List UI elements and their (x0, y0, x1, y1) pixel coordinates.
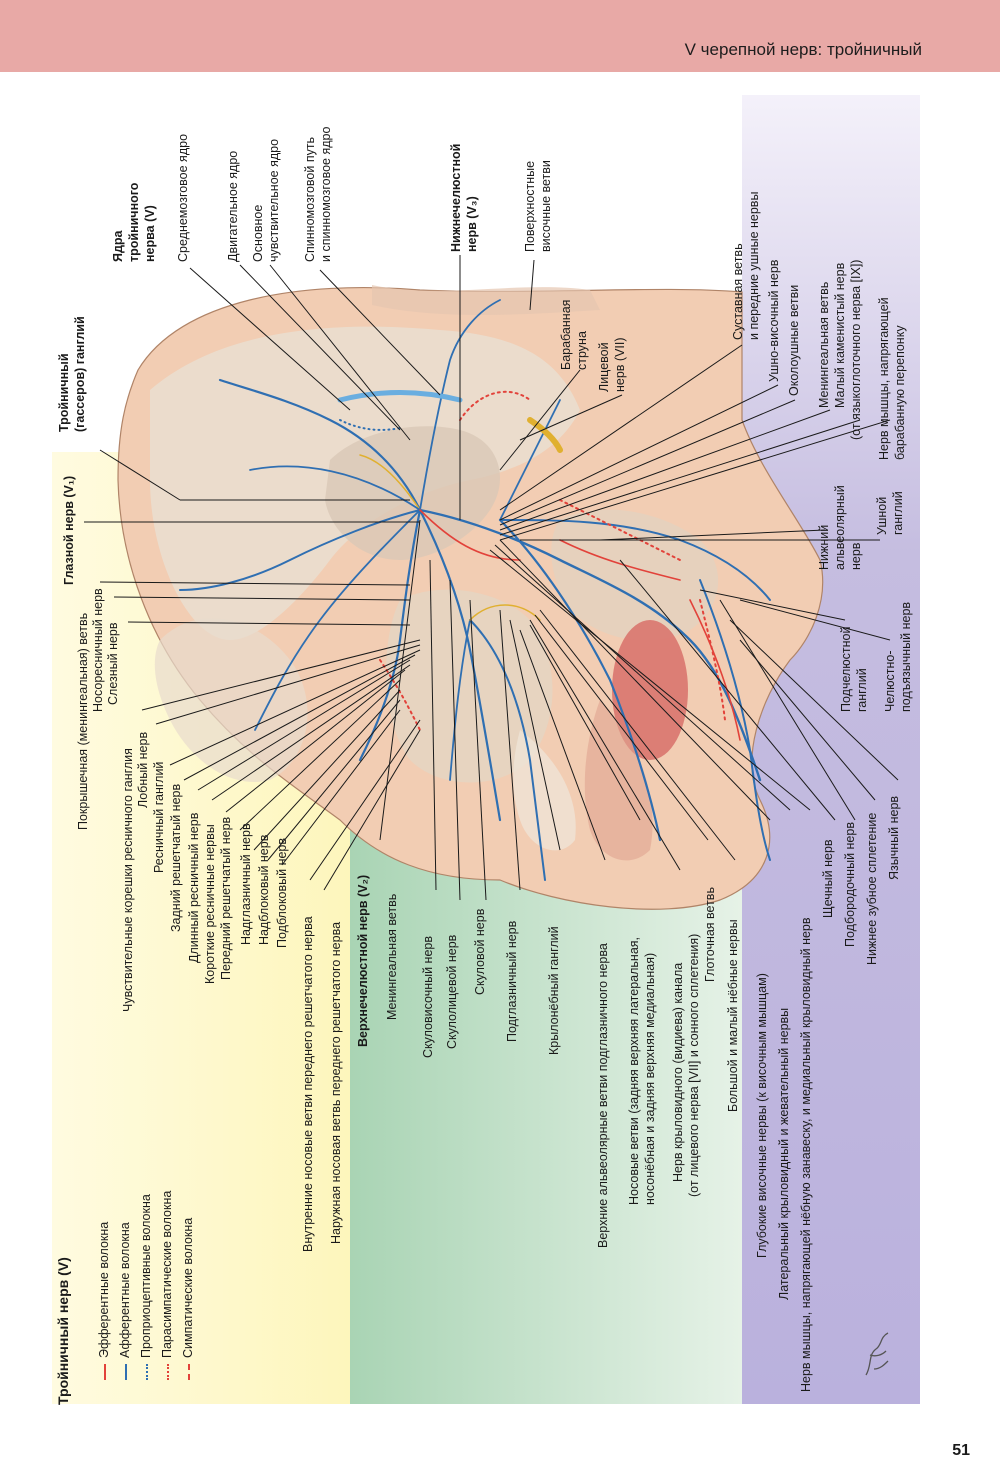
label-facial-nerve-2: нерв (VII) (613, 337, 627, 392)
label-ophthalmic-nerve: Глазной нерв (V₁) (62, 475, 76, 585)
label-tensor-veli: Нерв мышцы, напрягающей нёбную занавеску… (799, 917, 813, 1392)
label-palatine-nerves: Большой и малый нёбные нервы (726, 919, 740, 1112)
label-deep-temporal: Глубокие височные нервы (к височным мышц… (755, 973, 769, 1258)
label-submandibular-ganglion-2: ганглий (855, 668, 869, 712)
label-lesser-petrosal-1: Малый каменистый нерв (833, 262, 847, 408)
label-zygomatic: Скуловой нерв (473, 908, 487, 995)
label-trigeminal-nuclei-2: тройничного (127, 182, 141, 262)
legend-label-efferent: Эфферентные волокна (97, 1221, 111, 1358)
label-articular-branch-1: Суставная ветвь (731, 243, 745, 340)
label-trigeminal-nuclei-3: нерва (V) (143, 205, 157, 262)
label-lesser-petrosal-2: (от языкоглоточного нерва [IX]) (849, 259, 863, 440)
legend-title: Тройничный нерв (V) (55, 1257, 71, 1405)
legend-label-proprioceptive: Проприоцептивные волокна (139, 1194, 153, 1358)
label-tensor-tympani-2: барабанную перепонку (893, 325, 907, 460)
skull-illustration (117, 285, 824, 910)
label-sensory-roots-ciliary: Чувствительные корешки ресничного гангли… (121, 748, 135, 1012)
label-trigeminal-ganglion-2: (гассеров) ганглий (73, 316, 87, 432)
legend-swatch-sympathetic (187, 1364, 190, 1380)
legend-item-parasympathetic: Парасимпатические волокна (160, 1190, 174, 1380)
legend-swatch-proprioceptive (145, 1364, 148, 1380)
label-meningeal-branch: Менингеальная ветвь (385, 893, 399, 1020)
label-nasal-branches-1: Носовые ветви (задняя верхняя латеральна… (627, 936, 641, 1205)
label-ciliary-ganglion: Ресничный ганглий (152, 761, 166, 873)
label-nasociliary-nerve: Носоресничный нерв (91, 588, 105, 712)
leader-lines (84, 255, 899, 901)
legend-item-efferent: Эфферентные волокна (97, 1221, 111, 1380)
legend-swatch-efferent (103, 1364, 106, 1380)
label-maxillary-nerve: Верхнечелюстной нерв (V₂) (356, 874, 370, 1047)
label-internal-nasal: Внутренние носовые ветви переднего решет… (301, 916, 315, 1252)
label-spinal-tract-2: и спинномозговое ядро (319, 126, 333, 262)
label-submandibular-ganglion-1: Подчелюстной (839, 626, 853, 713)
label-facial-nerve-1: Лицевой (597, 342, 611, 392)
label-meningeal-branch-v3: Менингеальная ветвь (817, 281, 831, 408)
label-superficial-temporal-1: Поверхностные (523, 160, 537, 252)
label-zygomaticofacial: Скулолицевой нерв (445, 934, 459, 1049)
page-number: 51 (952, 1442, 970, 1459)
legend-label-parasympathetic: Парасимпатические волокна (160, 1190, 174, 1358)
label-trigeminal-ganglion-1: Тройничный (57, 353, 71, 432)
label-mylohyoid-1: Челюстно- (883, 650, 897, 712)
label-buccal: Щечный нерв (821, 839, 835, 918)
legend-label-sympathetic: Симпатические волокна (181, 1217, 195, 1358)
label-inferior-dental-plexus: Нижнее зубное сплетение (865, 812, 879, 965)
label-anterior-ethmoidal: Передний решетчатый нерв (219, 816, 233, 980)
label-mandibular-nerve-2: нерв (V₃) (465, 196, 479, 252)
label-trigeminal-nuclei-1: Ядра (111, 230, 125, 262)
label-posterior-ethmoidal: Задний решетчатый нерв (169, 783, 183, 932)
label-articular-branch-2: и передние ушные нервы (747, 191, 761, 340)
label-principal-sensory-1: Основное (251, 204, 265, 262)
label-lingual: Язычный нерв (887, 795, 901, 880)
label-auriculotemporal: Ушно-височный нерв (767, 259, 781, 382)
label-chorda-tympani-2: струна (575, 331, 589, 370)
label-parotid-branches: Околоушные ветви (787, 284, 801, 396)
label-infratrochlear: Подблоковый нерв (275, 837, 289, 948)
legend-swatch-afferent (124, 1364, 127, 1380)
label-mental: Подбородочный нерв (843, 822, 857, 947)
label-pharyngeal-branch: Глоточная ветвь (703, 887, 717, 982)
label-mesencephalic-nucleus: Среднемозговое ядро (176, 133, 190, 262)
label-pterygoid-canal-2: (от лицевого нерва [VII] и сонного сплет… (687, 933, 701, 1197)
artist-signature (865, 1332, 889, 1376)
label-superficial-temporal-2: височные ветви (539, 160, 553, 252)
label-infraorbital: Подглазничный нерв (505, 920, 519, 1042)
label-mandibular-nerve-1: Нижнечелюстной (449, 143, 463, 252)
label-external-nasal: Наружная носовая ветвь переднего решетча… (329, 921, 343, 1244)
label-tentorial-branch: Покрышечная (менингеальная) ветвь (76, 612, 90, 830)
label-lateral-pterygoid: Латеральный крыловидный и жевательный не… (777, 1007, 791, 1300)
label-tensor-tympani-1: Нерв мышцы, напрягающей (877, 297, 891, 460)
legend-item-afferent: Афферентные волокна (118, 1222, 132, 1380)
label-otic-ganglion-2: ганглий (891, 491, 905, 535)
label-long-ciliary: Длинный ресничный нерв (187, 812, 201, 963)
label-lacrimal-nerve: Слезный нерв (106, 622, 120, 705)
label-zygomaticotemporal: Скуловисочный нерв (421, 936, 435, 1058)
label-mylohyoid-2: подъязычный нерв (899, 601, 913, 712)
legend-label-afferent: Афферентные волокна (118, 1222, 132, 1358)
label-spinal-tract-1: Спинномозговой путь (303, 136, 317, 262)
label-inferior-alveolar-3: нерв (849, 542, 863, 570)
label-chorda-tympani-1: Барабанная (559, 299, 573, 370)
label-nasal-branches-2: носонёбная и задняя верхняя медиальная) (643, 952, 657, 1205)
nerve-paths (179, 299, 771, 881)
label-pterygopalatine-ganglion: Крылонёбный ганглий (547, 926, 561, 1055)
label-inferior-alveolar-2: альвеолярный (833, 485, 847, 570)
label-frontal-nerve: Лобный нерв (136, 731, 150, 808)
legend-item-proprioceptive: Проприоцептивные волокна (139, 1194, 153, 1380)
label-supratrochlear: Надблоковый нерв (257, 834, 271, 945)
label-superior-alveolar: Верхние альвеолярные ветви подглазничног… (596, 943, 610, 1248)
label-supraorbital: Надглазничный нерв (239, 823, 253, 945)
page-header: V черепной нерв: тройничный (0, 0, 1000, 72)
label-principal-sensory-2: чувствительное ядро (267, 138, 281, 262)
label-inferior-alveolar-1: Нижний (817, 524, 831, 570)
label-motor-nucleus: Двигательное ядро (226, 150, 240, 262)
legend-item-sympathetic: Симпатические волокна (181, 1217, 195, 1380)
label-pterygoid-canal-1: Нерв крыловидного (видиева) канала (671, 962, 685, 1182)
legend-swatch-parasympathetic (166, 1364, 169, 1380)
band-mandibular (742, 95, 920, 1404)
page-header-title: V черепной нерв: тройничный (684, 40, 922, 59)
label-otic-ganglion-1: Ушной (875, 496, 889, 535)
label-short-ciliary: Короткие ресничные нервы (203, 824, 217, 984)
